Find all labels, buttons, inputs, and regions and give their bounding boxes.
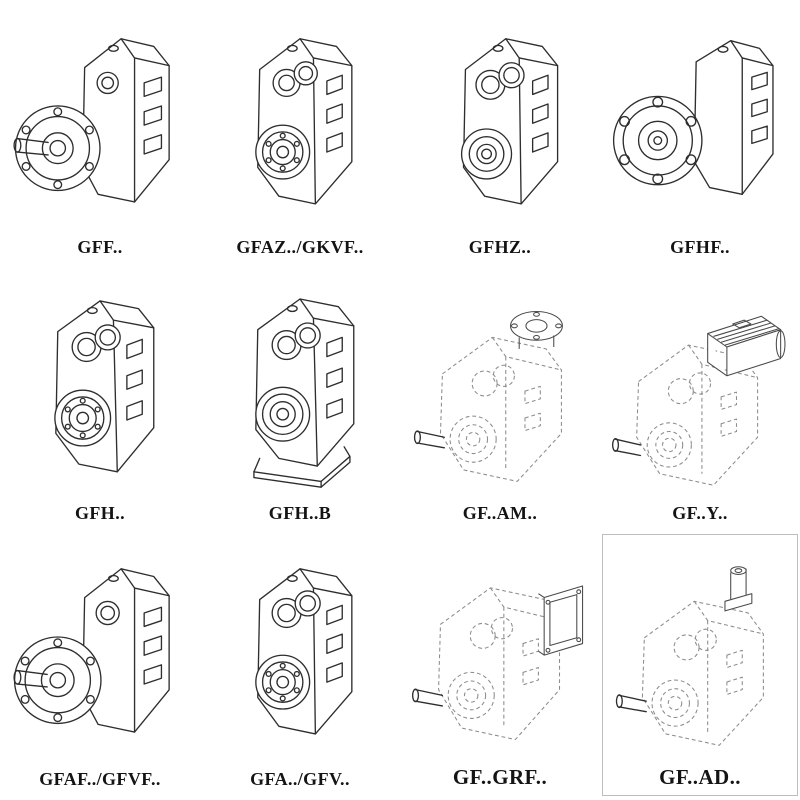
model-label: GF..GRF.. <box>452 765 548 789</box>
gearbox-drawing-hollow-shaft-foot <box>253 298 355 488</box>
gearbox-drawing-with-motor <box>611 315 786 486</box>
model-label: GF..AM.. <box>462 503 538 523</box>
gearbox-drawing-front-flange <box>612 40 774 195</box>
catalog-cell-gfa-gfv: GFA../GFV.. <box>200 532 400 798</box>
gearbox-drawing-shaft-mounted <box>460 38 559 205</box>
gearbox-drawing-hollow-shaft <box>255 38 353 205</box>
model-label: GF..AD.. <box>659 765 741 789</box>
catalog-cell-gf-am: GF..AM.. <box>400 266 600 532</box>
catalog-cell-gfhf: GFHF.. <box>600 0 800 266</box>
gearbox-drawing-cover-plate <box>411 585 584 741</box>
catalog-cell-gfh: GFH.. <box>0 266 200 532</box>
gearbox-drawing-input-shaft <box>615 566 764 746</box>
gearbox-drawing-iec-adapter <box>413 310 563 482</box>
catalog-cell-gf-grf: GF..GRF.. <box>400 532 600 798</box>
gearbox-drawing-output-flange <box>13 38 170 203</box>
model-label: GFH..B <box>268 503 332 523</box>
model-label: GFHZ.. <box>468 237 532 257</box>
model-label: GFAF../GFVF.. <box>39 769 161 789</box>
model-label: GFF.. <box>77 237 123 257</box>
catalog-cell-gf-y: GF..Y.. <box>600 266 800 532</box>
model-label: GF..Y.. <box>672 503 728 523</box>
catalog-cell-gfh-b: GFH..B <box>200 266 400 532</box>
gearbox-drawing-hollow-shaft <box>255 568 353 735</box>
gearbox-drawing-hollow-shaft <box>54 300 155 473</box>
catalog-cell-gfaz-gkvf: GFAZ../GKVF.. <box>200 0 400 266</box>
catalog-cell-gfhz: GFHZ.. <box>400 0 600 266</box>
catalog-cell-gff: GFF.. <box>0 0 200 266</box>
model-label: GFHF.. <box>670 237 730 257</box>
model-label: GFA../GFV.. <box>250 769 350 789</box>
catalog-cell-gfaf-gfvf: GFAF../GFVF.. <box>0 532 200 798</box>
gearbox-drawing-output-flange <box>13 568 170 733</box>
model-label: GFAZ../GKVF.. <box>236 237 364 257</box>
model-label: GFH.. <box>75 503 125 523</box>
catalog-cell-gf-ad: GF..AD.. <box>600 532 800 798</box>
